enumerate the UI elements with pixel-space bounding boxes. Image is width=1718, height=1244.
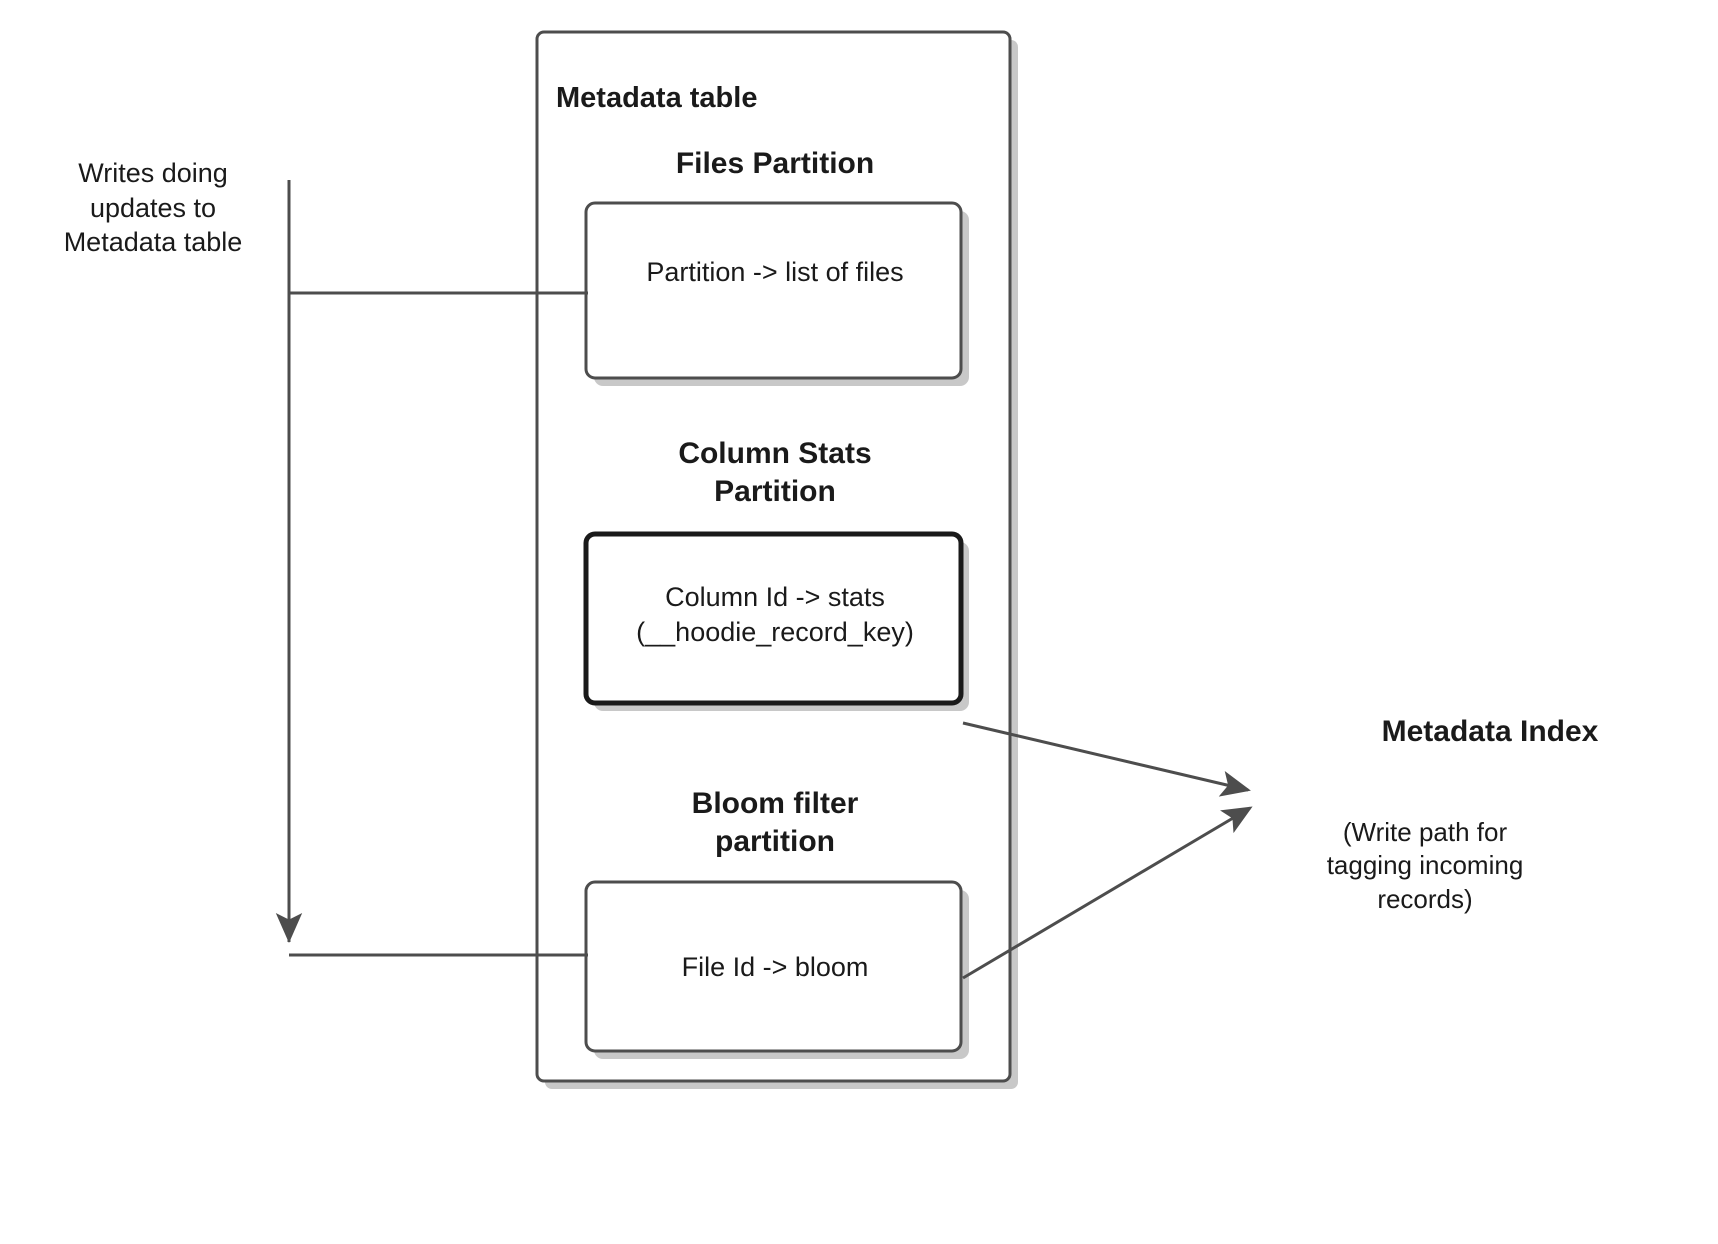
files-partition-heading: Files Partition bbox=[675, 147, 875, 180]
column-stats-to-metadata-index-arrow bbox=[962, 721, 1251, 797]
files-partition-box bbox=[584, 201, 963, 380]
bloom-filter-partition-heading: Bloom filter partition bbox=[691, 787, 859, 859]
metadata-table-title: Metadata table bbox=[556, 82, 758, 114]
metadata-index-label: Metadata Index bbox=[1381, 715, 1599, 748]
column-stats-partition-box bbox=[583, 531, 964, 706]
column-stats-partition-box-text: Column Id -> stats (__hoodie_record_key) bbox=[636, 582, 914, 647]
column-stats-partition-heading: Column Stats Partition bbox=[678, 437, 872, 509]
metadata-index-note: (Write path for tagging incoming records… bbox=[1326, 817, 1524, 914]
writes-source-label: Writes doing updates to Metadata table bbox=[63, 158, 243, 258]
bloom-filter-partition-box-text: File Id -> bloom bbox=[681, 952, 869, 982]
files-partition-box-text: Partition -> list of files bbox=[646, 257, 904, 287]
bloom-filter-to-metadata-index-arrow bbox=[962, 806, 1253, 980]
bloom-filter-partition-box bbox=[584, 880, 963, 1053]
